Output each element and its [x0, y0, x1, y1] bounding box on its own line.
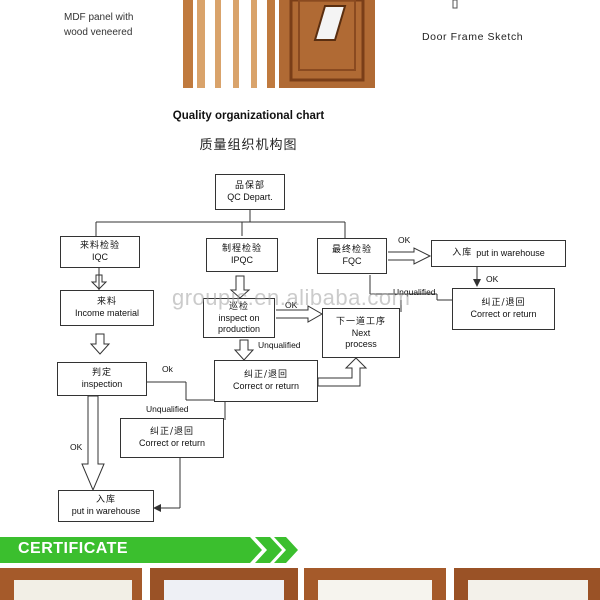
node-income-cn: 来料	[96, 297, 117, 307]
node-correct-low: 纠正/退回 Correct or return	[120, 418, 224, 458]
chart-title: Quality organizational chart	[172, 110, 325, 122]
arrow-up-icon	[452, 0, 458, 9]
door-frame-photo	[175, 0, 385, 88]
node-income-material: 来料 Income material	[60, 290, 154, 326]
label-unqualified-judge: Unqualified	[146, 404, 189, 414]
label-unqualified-right: Unqualified	[393, 287, 436, 297]
node-correct-mid-cn: 纠正/退回	[243, 370, 289, 380]
node-inspect-cn: 巡检	[228, 301, 249, 312]
node-fqc: 最终检验 FQC	[317, 238, 387, 274]
node-correct-mid-en: Correct or return	[232, 381, 300, 391]
node-fqc-en: FQC	[342, 256, 362, 266]
node-ipqc-cn: 制程检验	[221, 244, 262, 254]
node-warehouse-top-cn: 入库	[452, 248, 473, 258]
label-ok-right: OK	[486, 274, 499, 284]
node-warehouse-top-en: put in warehouse	[476, 248, 545, 258]
node-next-en: Next process	[345, 327, 377, 349]
node-income-en: Income material	[74, 308, 140, 318]
node-fqc-cn: 最终检验	[331, 245, 372, 255]
certificate-banner	[0, 537, 298, 563]
label-ok-down: OK	[70, 442, 83, 452]
node-judge-inspection: 判定 inspection	[57, 362, 147, 396]
label-ok-judge: Ok	[162, 364, 173, 374]
certificate-frames	[0, 568, 600, 600]
node-inspect-en: inspect on production	[217, 312, 261, 334]
node-ipqc: 制程检验 IPQC	[206, 238, 278, 272]
node-warehouse-top: 入库 put in warehouse	[431, 240, 566, 267]
watermark-text: groupic.en.alibaba.com	[172, 285, 411, 310]
node-correct-low-en: Correct or return	[138, 438, 206, 448]
label-unqualified-ipqc: Unqualified	[258, 340, 301, 350]
door-frame-sketch-label: Door Frame Sketch	[422, 31, 524, 43]
chart-title-cn: 质量组织机构图	[199, 138, 298, 153]
node-correct-mid: 纠正/退回 Correct or return	[214, 360, 318, 402]
node-warehouse-bottom: 入库 put in warehouse	[58, 490, 154, 522]
node-next-cn: 下一道工序	[335, 316, 386, 327]
node-inspect-production: 巡检 inspect on production	[203, 298, 275, 338]
certificate-heading: CERTIFICATE	[18, 540, 129, 557]
flowchart-connectors	[81, 210, 481, 512]
node-judge-en: inspection	[81, 379, 123, 389]
node-iqc-cn: 来料检验	[79, 241, 120, 251]
node-iqc: 来料检验 IQC	[60, 236, 140, 268]
node-qc-depart: 品保部 QC Depart.	[215, 174, 285, 210]
node-judge-cn: 判定	[91, 368, 112, 378]
node-warehouse-bottom-cn: 入库	[95, 495, 116, 505]
node-correct-low-cn: 纠正/退回	[149, 427, 195, 437]
label-ok-fqc: OK	[398, 235, 411, 245]
node-qc-cn: 品保部	[234, 181, 265, 191]
node-correct-right: 纠正/退回 Correct or return	[452, 288, 555, 330]
mdf-label-line2: wood veneered	[64, 27, 133, 38]
node-qc-en: QC Depart.	[227, 192, 273, 202]
mdf-panel-label: MDF panel with wood veneered	[64, 10, 133, 40]
node-iqc-en: IQC	[91, 252, 108, 262]
node-warehouse-bottom-en: put in warehouse	[71, 506, 141, 516]
node-correct-right-cn: 纠正/退回	[481, 298, 526, 308]
node-correct-right-en: Correct or return	[470, 309, 537, 319]
node-next-process: 下一道工序 Next process	[322, 308, 400, 358]
mdf-label-line1: MDF panel with	[64, 12, 134, 23]
label-ok-ipqc: OK	[285, 300, 298, 310]
node-ipqc-en: IPQC	[230, 255, 253, 265]
